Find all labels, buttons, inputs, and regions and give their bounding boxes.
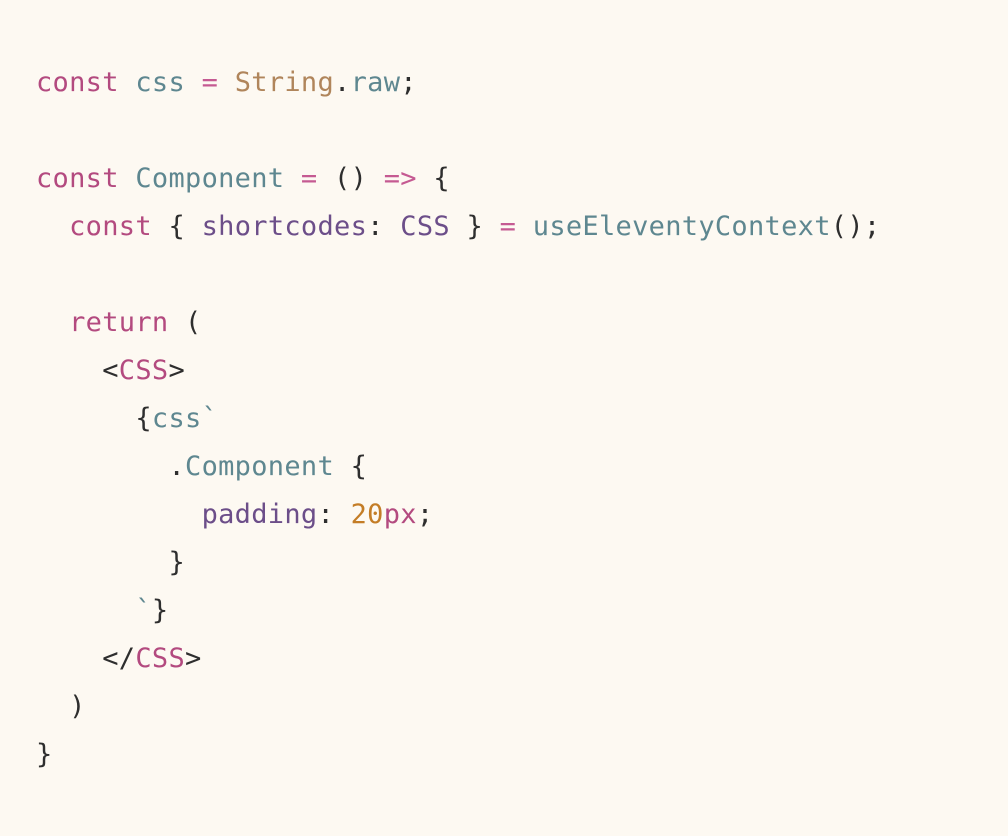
code-token-plain <box>36 499 202 530</box>
code-token-operator: => <box>383 163 417 194</box>
code-token-plain <box>36 691 69 722</box>
code-token-punctuation: . <box>334 67 351 98</box>
code-token-punctuation: : <box>317 499 335 530</box>
code-token-punctuation: } <box>168 547 186 578</box>
code-token-punctuation: { <box>433 163 450 194</box>
code-token-punctuation: > <box>168 355 186 386</box>
code-token-punctuation: } <box>466 211 484 242</box>
code-line: `} <box>36 587 880 635</box>
code-line <box>36 107 880 155</box>
code-token-keyword: CSS <box>135 643 186 674</box>
code-line: ) <box>36 683 880 731</box>
code-line: <CSS> <box>36 347 880 395</box>
code-token-plain <box>384 211 401 242</box>
code-line: } <box>36 539 880 587</box>
code-token-property: shortcodes <box>201 211 368 242</box>
code-token-number: 20 <box>350 499 384 530</box>
code-line <box>36 251 880 299</box>
code-token-keyword: CSS <box>118 355 169 386</box>
code-token-plain <box>317 163 334 194</box>
code-line: const { shortcodes: CSS } = useEleventyC… <box>36 203 880 251</box>
code-block[interactable]: const css = String.raw;const Component =… <box>36 59 880 779</box>
code-token-plain <box>168 307 185 338</box>
code-token-operator: = <box>499 211 517 242</box>
code-token-plain <box>334 451 351 482</box>
code-token-plain <box>36 595 135 626</box>
code-token-punctuation: . <box>168 451 186 482</box>
code-line: .Component { <box>36 443 880 491</box>
code-token-punctuation: ; <box>416 499 434 530</box>
code-token-operator: = <box>300 163 318 194</box>
code-token-operator: = <box>201 67 219 98</box>
code-token-plain <box>119 67 136 98</box>
code-token-punctuation: : <box>367 211 384 242</box>
code-token-plain <box>36 355 102 386</box>
code-token-plain <box>152 211 169 242</box>
code-token-identifier: ` <box>135 595 152 626</box>
code-line: } <box>36 731 880 779</box>
code-token-keyword: return <box>69 307 169 338</box>
code-token-punctuation: ( <box>185 307 202 338</box>
code-token-punctuation: > <box>185 643 202 674</box>
code-token-punctuation: ) <box>69 691 86 722</box>
code-token-keyword: const <box>69 211 152 242</box>
code-token-identifier: Component <box>185 451 335 482</box>
code-token-plain <box>516 211 533 242</box>
code-line: </CSS> <box>36 635 880 683</box>
code-token-plain <box>483 211 500 242</box>
code-line: const Component = () => { <box>36 155 880 203</box>
code-token-plain <box>119 163 136 194</box>
code-token-keyword: px <box>383 499 417 530</box>
code-token-punctuation: (); <box>830 211 881 242</box>
code-line: const css = String.raw; <box>36 59 880 107</box>
code-token-plain <box>284 163 301 194</box>
code-token-plain <box>36 643 102 674</box>
code-token-punctuation: { <box>168 211 186 242</box>
code-token-keyword: const <box>36 67 119 98</box>
code-line: return ( <box>36 299 880 347</box>
code-token-property: CSS <box>400 211 450 242</box>
code-token-type: String <box>234 67 335 98</box>
code-token-punctuation: () <box>334 163 368 194</box>
code-token-plain <box>36 547 168 578</box>
code-token-plain <box>185 211 202 242</box>
code-token-plain <box>185 67 202 98</box>
code-token-punctuation: { <box>135 403 152 434</box>
code-token-plain <box>417 163 434 194</box>
code-token-plain <box>36 451 168 482</box>
code-line: padding: 20px; <box>36 491 880 539</box>
code-token-identifier: css` <box>151 403 219 434</box>
code-token-plain <box>36 211 69 242</box>
code-token-property: padding <box>201 499 318 530</box>
code-token-plain <box>367 163 384 194</box>
code-token-punctuation: } <box>36 739 53 770</box>
code-token-identifier: raw <box>350 67 401 98</box>
code-token-plain <box>334 499 351 530</box>
code-token-identifier: useEleventyContext <box>532 211 831 242</box>
code-token-plain <box>450 211 467 242</box>
code-token-punctuation: { <box>350 451 368 482</box>
code-line: {css` <box>36 395 880 443</box>
code-token-identifier: Component <box>135 163 285 194</box>
code-token-keyword: const <box>36 163 119 194</box>
code-token-punctuation: < <box>102 355 119 386</box>
code-token-identifier: css <box>135 67 186 98</box>
code-token-plain <box>218 67 235 98</box>
code-token-plain <box>36 403 135 434</box>
code-token-punctuation: } <box>151 595 169 626</box>
code-token-punctuation: ; <box>400 67 417 98</box>
code-token-punctuation: </ <box>102 643 136 674</box>
code-token-plain <box>36 307 69 338</box>
